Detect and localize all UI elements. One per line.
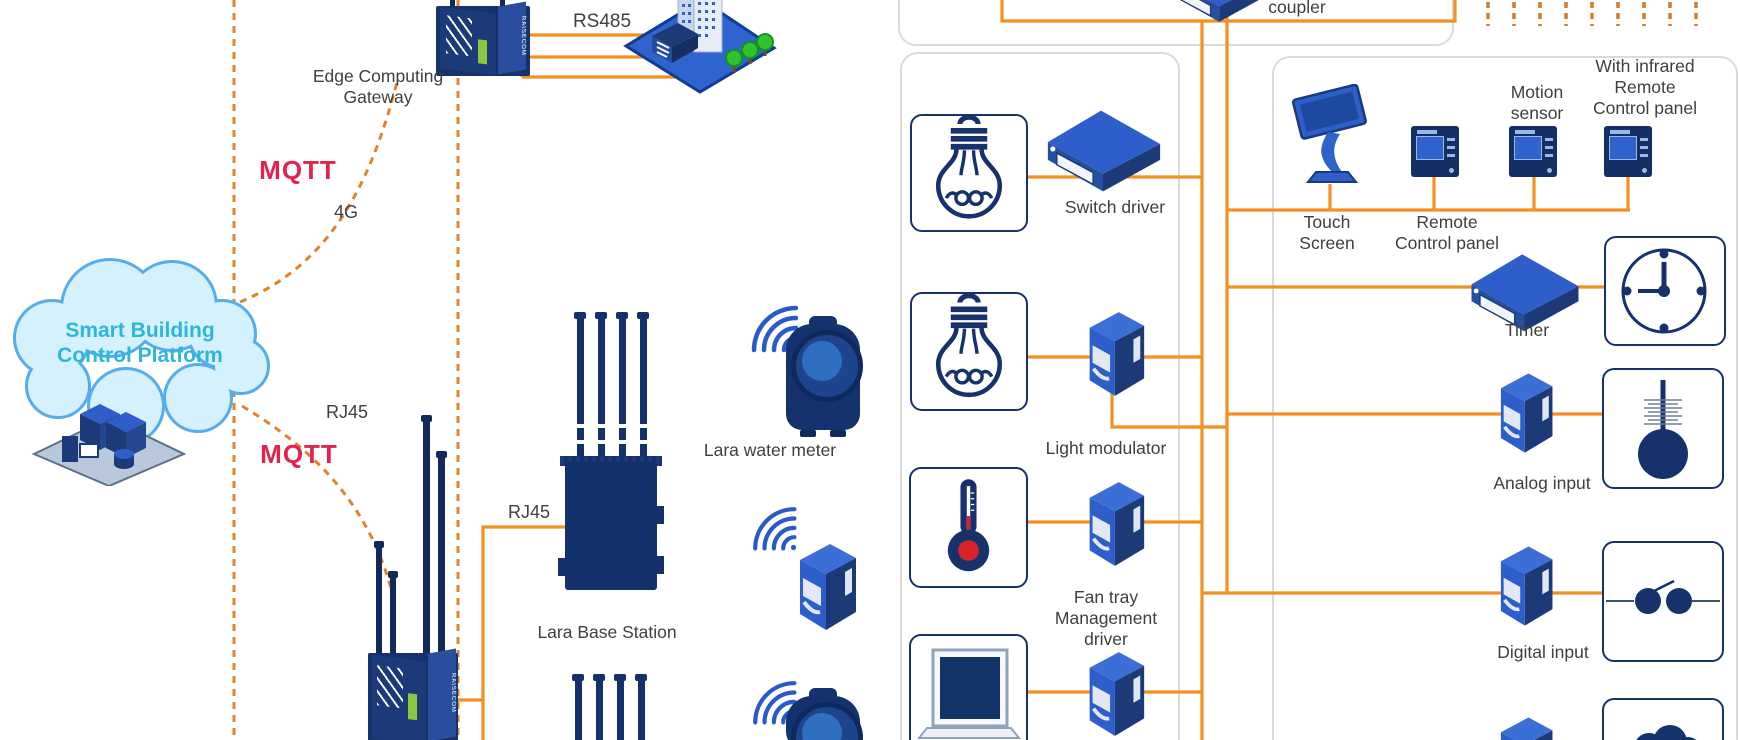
coupler-icon	[1164, 0, 1276, 29]
wall-module-icon	[1076, 476, 1150, 579]
switch-contact-icon	[1602, 541, 1724, 662]
edge-gateway-icon: RAISECOM	[436, 0, 530, 78]
rj45-left-label: RJ45	[325, 402, 369, 422]
panels-group-box	[1272, 56, 1738, 740]
wall-module-icon	[1076, 306, 1150, 409]
motion-sensor-panel-icon	[1509, 126, 1557, 177]
window-icon	[909, 634, 1028, 740]
router-icon: RAISECOM	[368, 415, 470, 740]
touch-kiosk-icon	[1290, 83, 1370, 193]
lara-base-station-label: Lara Base Station	[537, 622, 677, 642]
water-meter-icon	[786, 316, 863, 438]
cloud-platform-icon	[0, 256, 282, 458]
partial-icon-box	[1602, 698, 1724, 740]
cut-off-dashed-stubs	[1486, 2, 1698, 26]
lora-base-station-icon	[556, 310, 664, 592]
lora-base-station-icon	[566, 672, 652, 740]
switch-driver-label: Switch driver	[1064, 197, 1166, 217]
server-platform-icon	[28, 396, 190, 491]
lara-water-meter-label: Lara water meter	[703, 440, 837, 460]
coupler-label: coupler	[1268, 0, 1326, 17]
wall-module-icon	[1488, 366, 1558, 467]
wifi-waves-icon	[742, 296, 802, 361]
light-bulb-icon	[910, 292, 1028, 411]
thermometer-red-icon	[909, 467, 1028, 588]
flat-driver-box-icon	[1464, 246, 1586, 339]
flat-driver-box-icon	[1040, 102, 1168, 199]
mqtt-top-label: MQTT	[259, 155, 337, 185]
wall-module-icon	[1488, 539, 1558, 640]
city-building-icon	[616, 0, 782, 101]
infrared-panel-icon	[1604, 126, 1652, 177]
drivers-group-box	[900, 52, 1180, 740]
rs485-label: RS485	[572, 11, 632, 32]
panel-stems	[1328, 175, 1630, 210]
wall-module-icon	[1076, 646, 1150, 740]
mqtt-bottom-label: MQTT	[260, 439, 338, 469]
timer-label: Timer	[1504, 320, 1550, 340]
raisecom-brand-text: RAISECOM	[428, 648, 456, 740]
light-modulator-label: Light modulator	[1045, 438, 1167, 458]
wall-module-icon	[784, 538, 864, 643]
coupler-group-box	[898, 0, 1454, 46]
control-panel-icon	[1411, 126, 1459, 177]
rj45-base-label: RJ45	[507, 502, 551, 522]
raisecom-brand-text: RAISECOM	[498, 1, 526, 75]
analog-thermometer-icon	[1602, 368, 1724, 489]
analog-input-label: Analog input	[1493, 473, 1591, 493]
wall-module-icon	[1488, 710, 1558, 740]
light-bulb-icon	[910, 114, 1028, 232]
digital-input-label: Digital input	[1497, 642, 1589, 662]
water-meter-icon	[786, 688, 863, 740]
light-modulator-stem	[1110, 388, 1227, 429]
4g-label: 4G	[333, 202, 359, 222]
clock-icon	[1604, 236, 1726, 346]
wifi-waves-icon	[744, 498, 800, 559]
mqtt-4g-curve	[239, 77, 400, 304]
